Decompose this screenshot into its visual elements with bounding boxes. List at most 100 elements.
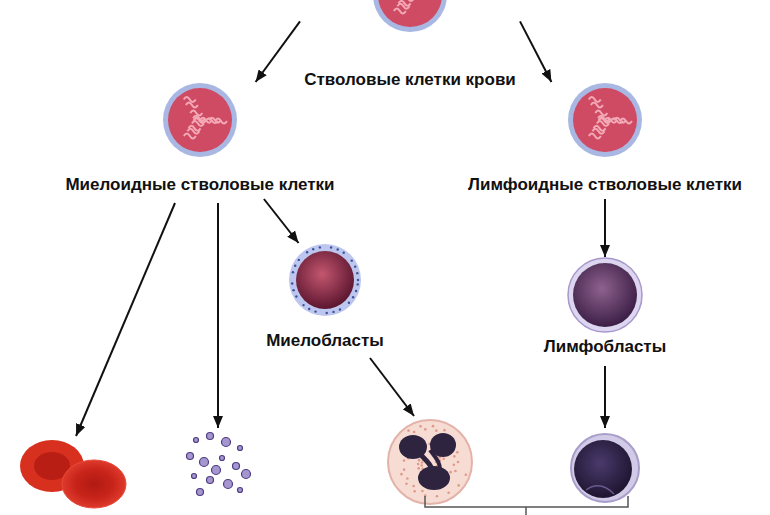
cell-nucleus [573,263,637,327]
granule [421,490,424,493]
platelet [194,438,199,443]
cell-node: Миелобласты [262,243,388,355]
granule [406,477,409,480]
platelet [187,453,194,460]
chromatin-strand [189,126,201,131]
granule [432,425,435,428]
granule [339,308,341,310]
granule [332,311,334,313]
cell-membrane [568,258,642,332]
granule [357,279,359,281]
chromatin-strand [594,126,606,131]
chromatin-strand [598,118,610,123]
cell-label: Миелобласты [266,331,384,351]
granule [419,425,422,428]
granule [417,463,420,466]
cell-membrane [289,244,361,316]
granule [464,473,467,476]
cell-nucleus [573,88,637,152]
granule [302,304,304,306]
bracket [425,496,628,515]
granule [412,485,415,488]
granule [354,265,356,267]
cell-label: Миелоидные стволовые клетки [65,175,334,195]
cell-membrane [373,0,447,32]
granule [308,308,310,310]
granule [348,302,350,304]
cell-membrane [163,83,237,157]
granule [351,259,353,261]
platelet [197,489,204,496]
cell-picture [288,243,362,317]
chromatin-strand [206,118,218,123]
platelet [207,477,214,484]
connector-arrow [256,21,300,82]
granule [435,429,438,432]
granule [326,312,328,314]
connector-arrow [604,199,606,257]
chromatin-strand [184,134,196,139]
granule [357,283,359,285]
granule [355,290,357,292]
arrow [370,358,414,416]
connector-arrow [520,21,551,82]
chromatin [394,0,437,14]
chromatin-strand [190,110,202,115]
platelets [187,433,251,496]
cell-nucleus [296,251,354,309]
cell-picture [372,0,448,33]
lymphocyte [571,434,639,502]
granule [418,459,421,462]
granule [443,429,446,432]
granule [449,471,452,474]
granule [314,310,316,312]
granule [407,429,410,432]
granule [403,459,406,462]
nucleus-notch [586,486,614,494]
connector-arrow [264,199,299,243]
granule [457,461,460,464]
granule [343,252,345,254]
granule [400,473,403,476]
lymphocyte-nucleus [574,440,632,498]
granule [405,482,408,485]
granule [312,248,314,250]
nucleus-lobe [399,435,427,459]
granule [457,484,460,487]
platelet [212,466,221,475]
granule [453,455,456,458]
chromatin [589,97,632,139]
cell-nucleus [378,0,442,27]
platelet [233,463,240,470]
cell-membrane [568,83,642,157]
neutrophil [388,420,472,504]
granule [424,428,427,431]
platelet [242,470,251,479]
granule [454,470,457,473]
granule [291,282,293,284]
granule [295,295,297,297]
granule [336,248,338,250]
cell-picture [567,82,643,158]
cell-label: Лимфоидные стволовые клетки [468,175,742,195]
chromatin-strand [186,103,198,108]
platelet [224,480,233,489]
granule [352,296,354,298]
granule [330,246,332,248]
granule [421,461,424,464]
granule [417,467,420,470]
arrow [217,203,219,428]
platelet [200,458,209,467]
chromatin-strand [193,118,205,123]
chromatin-strand [394,9,406,14]
cell-node: Лимфобласты [540,257,671,361]
platelet [192,474,197,479]
granule [306,251,308,253]
granule [413,490,416,493]
granule [292,289,294,291]
platelet [222,438,231,447]
chromatin-strand [399,1,411,6]
granule [456,451,459,454]
granule [447,492,450,495]
